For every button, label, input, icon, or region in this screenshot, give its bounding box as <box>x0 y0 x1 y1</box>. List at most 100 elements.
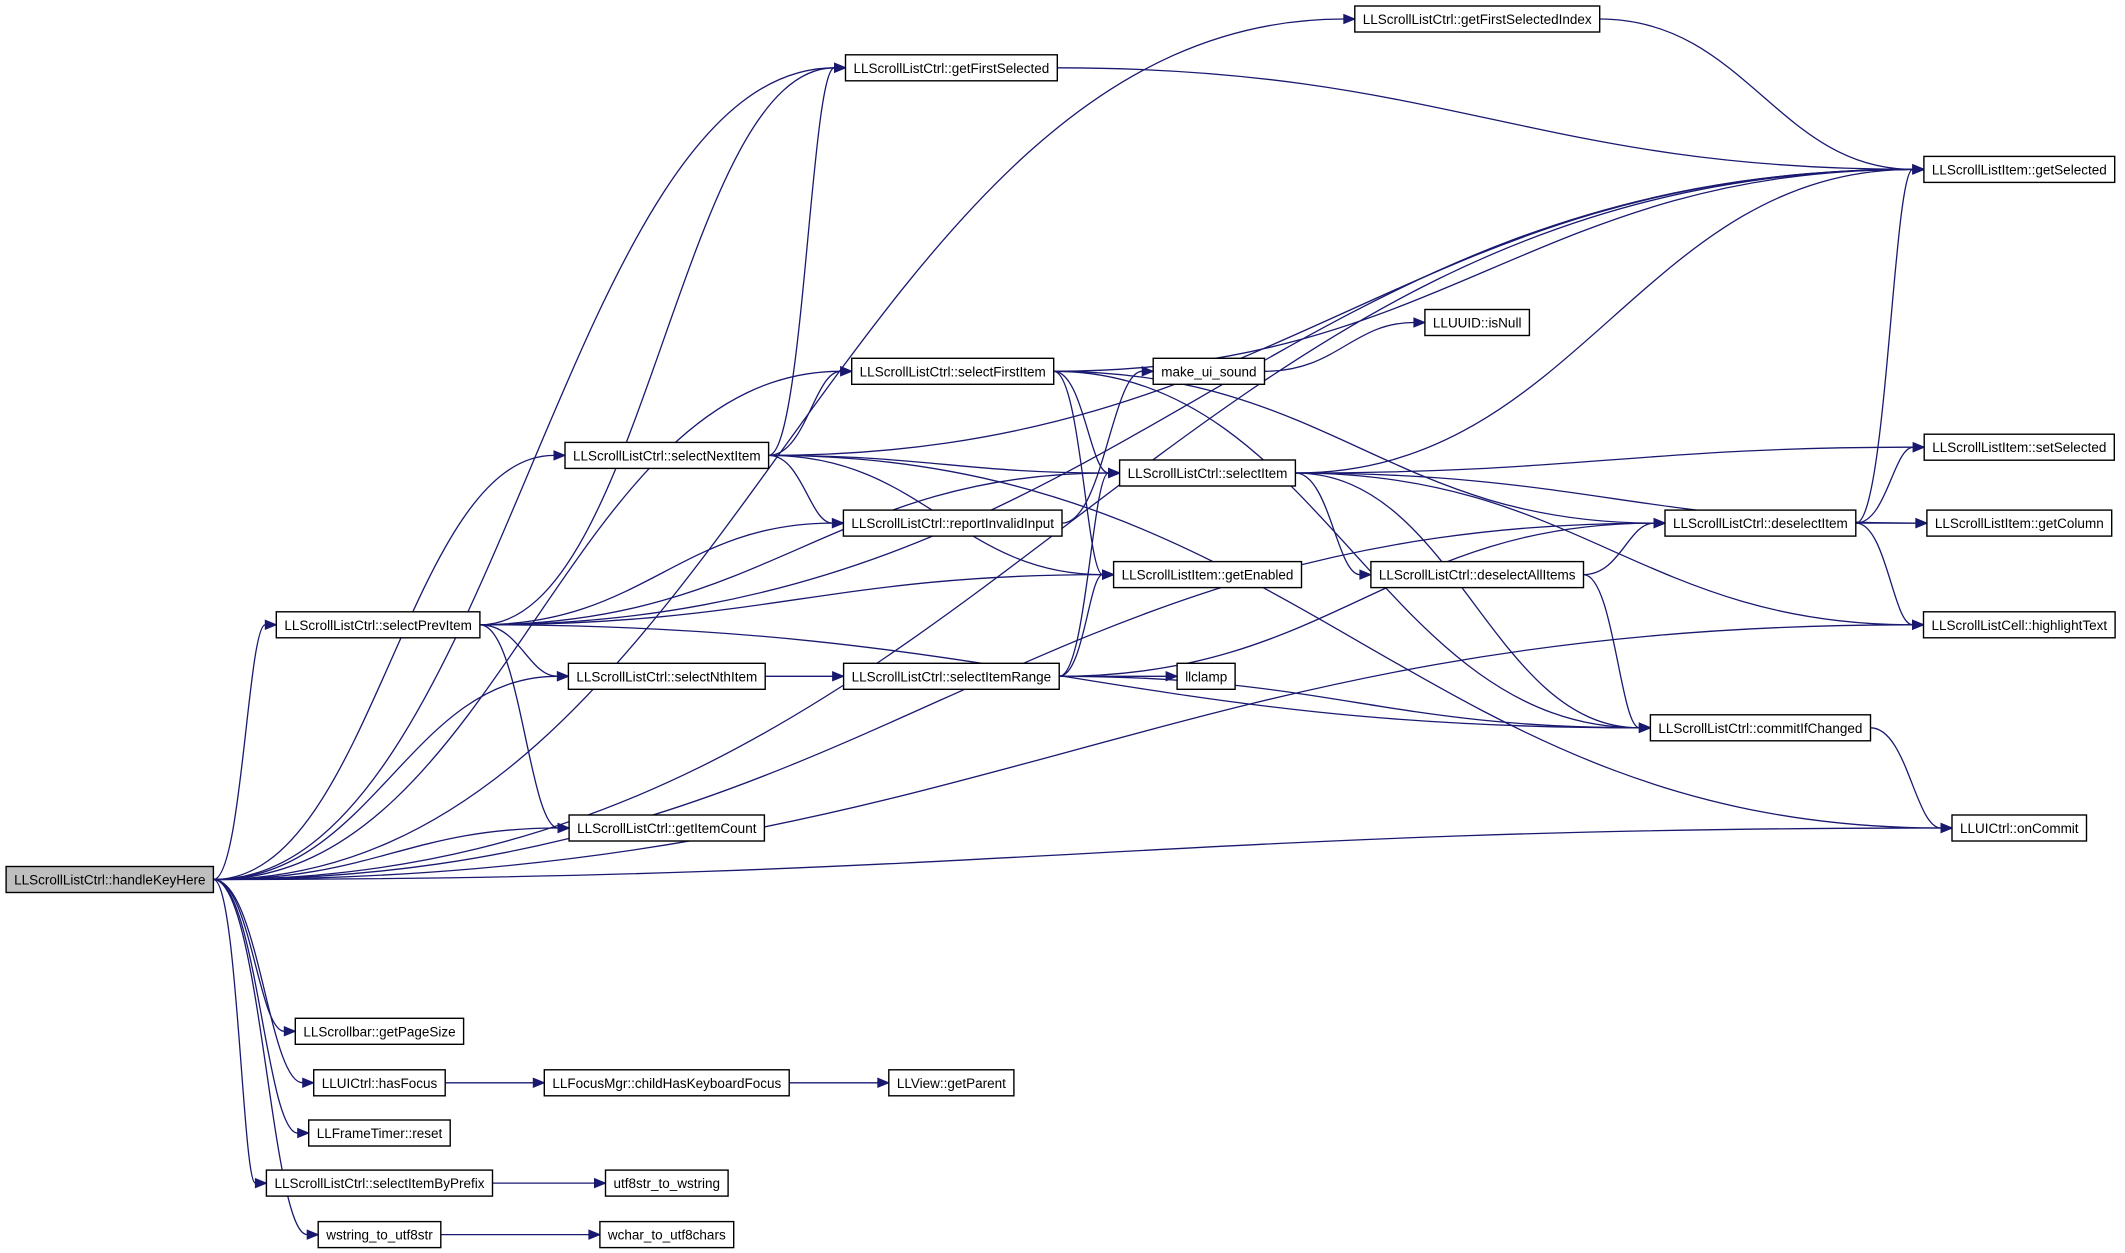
node-getColumn[interactable]: LLScrollListItem::getColumn <box>1926 509 2113 537</box>
edge-line <box>213 454 555 881</box>
arrowhead <box>1102 569 1115 580</box>
node-selectNthItem[interactable]: LLScrollListCtrl::selectNthItem <box>567 662 766 690</box>
edge-wstringToUtf8str-to-wcharToUtf8chars <box>440 1229 602 1240</box>
node-label: llclamp <box>1185 669 1227 684</box>
edge-selectFirstItem-to-getEnabled <box>1053 370 1115 580</box>
node-itemGetSelected[interactable]: LLScrollListItem::getSelected <box>1923 155 2116 184</box>
arrowhead <box>1912 164 1926 175</box>
node-label: make_ui_sound <box>1161 364 1256 379</box>
node-hasFocus[interactable]: LLUICtrl::hasFocus <box>313 1069 446 1097</box>
edge-line <box>768 67 835 457</box>
node-box <box>842 509 1063 537</box>
node-getFirstSelected[interactable]: LLScrollListCtrl::getFirstSelected <box>844 54 1059 82</box>
node-wcharToUtf8chars[interactable]: wchar_to_utf8chars <box>599 1220 735 1249</box>
edge-hasFocus-to-childHasKeyboardFocus <box>445 1077 546 1089</box>
edge-line <box>1855 522 1913 626</box>
node-box <box>1649 714 1872 742</box>
node-llclamp[interactable]: llclamp <box>1176 662 1236 690</box>
arrowhead <box>1413 317 1427 328</box>
node-box <box>1118 459 1297 487</box>
edge-line <box>479 472 1109 626</box>
node-box <box>564 441 770 470</box>
edge-line <box>768 168 1913 457</box>
node-label: LLScrollListCtrl::commitIfChanged <box>1658 721 1862 736</box>
node-selectPrevItem[interactable]: LLScrollListCtrl::selectPrevItem <box>275 611 481 639</box>
node-label: LLScrollListCtrl::selectItemByPrefix <box>274 1176 484 1191</box>
arrowhead <box>283 1026 297 1037</box>
arrowhead <box>297 1127 311 1139</box>
edge-line <box>1855 168 1914 524</box>
node-getPageSize[interactable]: LLScrollbar::getPageSize <box>294 1017 465 1045</box>
node-onCommit[interactable]: LLUICtrl::onCommit <box>1951 814 2088 842</box>
edge-root-to-selectPrevItem <box>213 619 278 881</box>
node-label: LLView::getParent <box>897 1076 1006 1091</box>
node-getParent[interactable]: LLView::getParent <box>888 1069 1015 1097</box>
node-selectFirstItem[interactable]: LLScrollListCtrl::selectFirstItem <box>851 357 1055 385</box>
node-box <box>265 1169 494 1197</box>
edge-line <box>1295 472 1913 626</box>
node-box <box>1951 814 2088 842</box>
edge-line <box>1295 472 1361 576</box>
node-label: LLScrollListCtrl::deselectAllItems <box>1379 568 1576 583</box>
edge-deselectItem-to-getColumn <box>1855 517 1929 529</box>
edge-line <box>1053 370 1640 729</box>
node-highlightText[interactable]: LLScrollListCell::highlightText <box>1922 611 2116 639</box>
node-root[interactable]: LLScrollListCtrl::handleKeyHere <box>5 865 215 894</box>
arrowhead <box>1940 822 1954 834</box>
edge-selectFirstItem-to-itemGetSelected <box>1053 164 1926 372</box>
node-getItemCount[interactable]: LLScrollListCtrl::getItemCount <box>568 814 766 842</box>
node-selectItemRange[interactable]: LLScrollListCtrl::selectItemRange <box>842 662 1060 690</box>
node-deselectAllItems[interactable]: LLScrollListCtrl::deselectAllItems <box>1370 560 1585 589</box>
node-box <box>567 662 766 690</box>
edge-line <box>768 454 1109 474</box>
edge-line <box>1855 446 1914 524</box>
edge-selectItem-to-commitIfChanged <box>1295 472 1652 734</box>
arrowhead <box>557 822 571 834</box>
node-commitIfChanged[interactable]: LLScrollListCtrl::commitIfChanged <box>1649 714 1872 742</box>
node-label: LLScrollListCtrl::selectPrevItem <box>284 618 472 633</box>
arrowhead <box>1343 13 1357 25</box>
node-childHasKeyboardFocus[interactable]: LLFocusMgr::childHasKeyboardFocus <box>543 1069 790 1097</box>
arrowhead <box>532 1077 546 1089</box>
edge-deselectItem-to-itemSetSelected <box>1855 441 1926 524</box>
node-box <box>317 1220 442 1249</box>
node-selectItemByPrefix[interactable]: LLScrollListCtrl::selectItemByPrefix <box>265 1169 494 1197</box>
arrowhead <box>840 366 854 377</box>
node-getFirstSelectedIndex[interactable]: LLScrollListCtrl::getFirstSelectedIndex <box>1354 5 1601 33</box>
edge-line <box>1053 168 1913 372</box>
node-label: LLScrollListCtrl::deselectItem <box>1673 516 1848 531</box>
arrowhead <box>588 1229 602 1240</box>
edge-line <box>213 522 1655 881</box>
nodes-layer: LLScrollListCtrl::handleKeyHereLLScrollL… <box>5 5 2116 1249</box>
node-itemSetSelected[interactable]: LLScrollListItem::setSelected <box>1923 433 2115 461</box>
edge-line <box>479 168 1913 626</box>
edge-deselectAllItems-to-commitIfChanged <box>1583 573 1652 734</box>
node-makeUiSound[interactable]: make_ui_sound <box>1152 357 1266 385</box>
node-getEnabled[interactable]: LLScrollListItem::getEnabled <box>1112 560 1303 589</box>
edge-line <box>479 67 835 626</box>
node-selectNextItem[interactable]: LLScrollListCtrl::selectNextItem <box>564 441 770 470</box>
edge-root-to-hasFocus <box>213 878 316 1089</box>
node-box <box>5 865 215 894</box>
edge-selectPrevItem-to-selectItem <box>479 467 1121 626</box>
node-box <box>568 814 766 842</box>
edge-selectNextItem-to-itemGetSelected <box>768 164 1926 457</box>
node-deselectItem[interactable]: LLScrollListCtrl::deselectItem <box>1664 509 1857 537</box>
arrowhead <box>832 671 845 682</box>
node-label: LLUICtrl::hasFocus <box>322 1076 438 1091</box>
edge-line <box>1059 522 1655 677</box>
node-frameTimerReset[interactable]: LLFrameTimer::reset <box>308 1119 451 1147</box>
node-reportInvalidInput[interactable]: LLScrollListCtrl::reportInvalidInput <box>842 509 1063 537</box>
edge-getFirstSelected-to-itemGetSelected <box>1057 67 1926 175</box>
node-label: LLScrollListCtrl::handleKeyHere <box>14 873 205 888</box>
edge-line <box>1583 522 1655 576</box>
node-isNull[interactable]: LLUUID::isNull <box>1424 308 1531 337</box>
edge-makeUiSound-to-isNull <box>1264 317 1427 372</box>
node-box <box>1354 5 1601 33</box>
node-label: LLUICtrl::onCommit <box>1960 821 2079 836</box>
edge-selectItem-to-itemGetSelected <box>1295 164 1926 474</box>
node-utf8strToWstring[interactable]: utf8str_to_wstring <box>604 1169 729 1197</box>
node-wstringToUtf8str[interactable]: wstring_to_utf8str <box>317 1220 442 1249</box>
node-selectItem[interactable]: LLScrollListCtrl::selectItem <box>1118 459 1297 487</box>
